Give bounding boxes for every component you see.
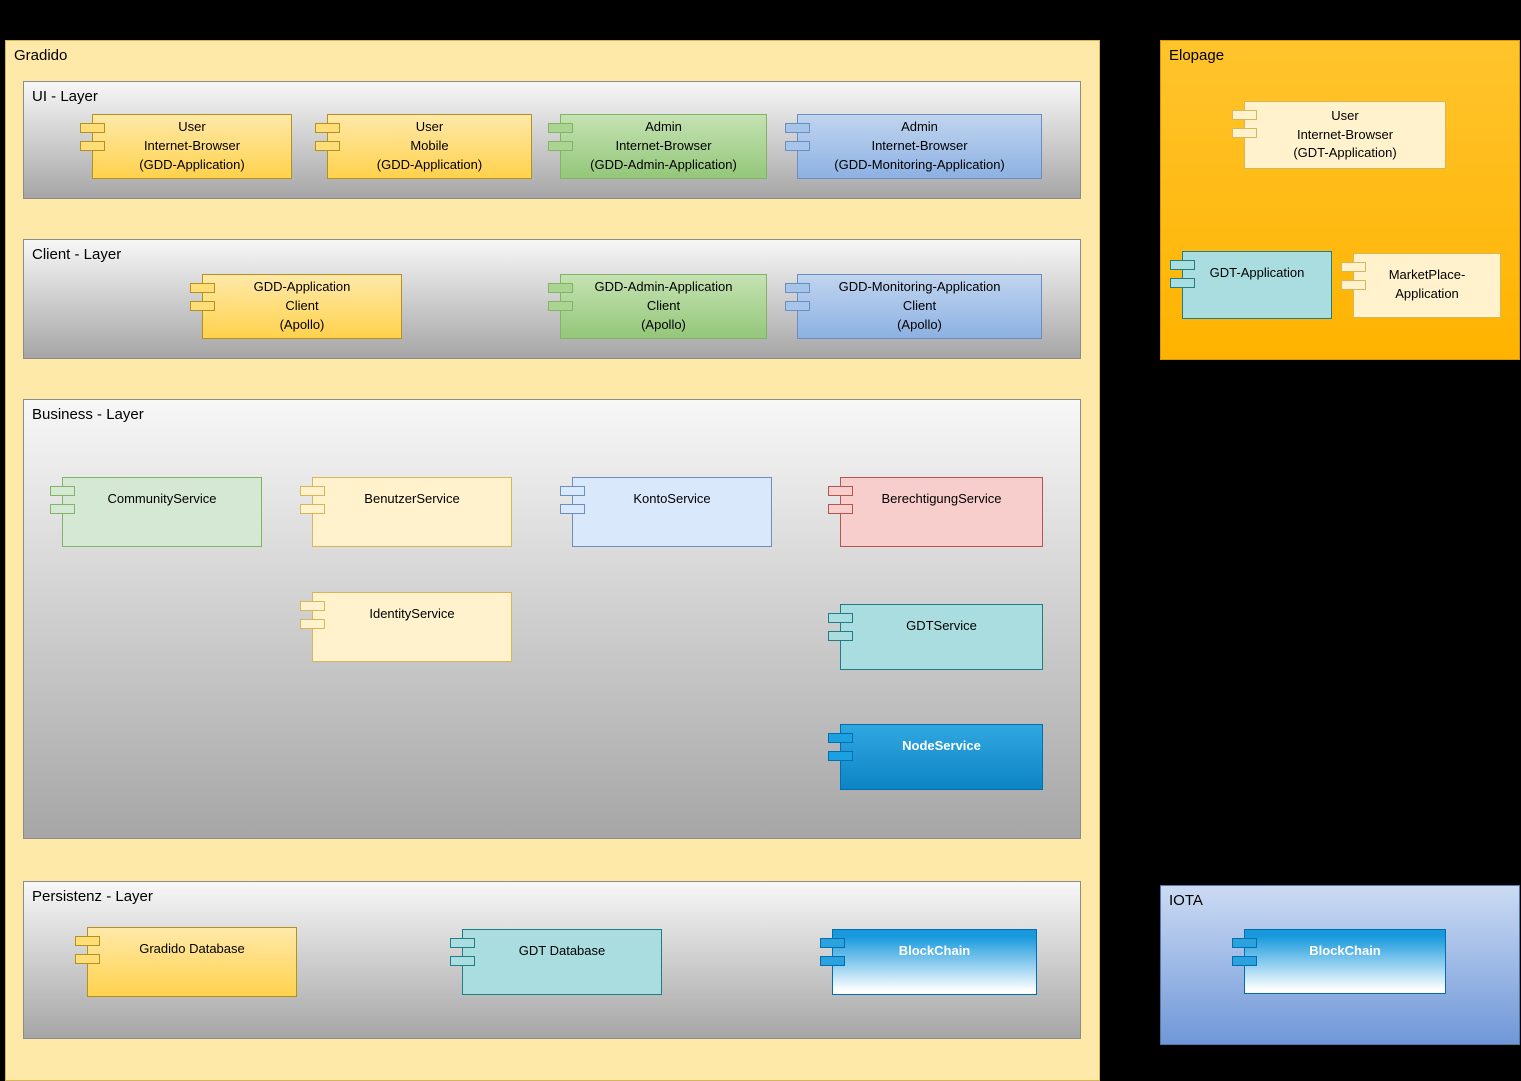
component-tab-icon xyxy=(1232,938,1257,948)
component-tab-icon xyxy=(300,486,325,496)
component-tab-icon xyxy=(50,486,75,496)
component-admin-internet-browser-gdd-admin-application: Admin Internet-Browser (GDD-Admin-Applic… xyxy=(548,114,767,179)
component-tab-icon xyxy=(560,486,585,496)
component-gdd-admin-application-client: GDD-Admin-Application Client (Apollo) xyxy=(548,274,767,339)
component-tab-icon xyxy=(190,301,215,311)
component-label: User Mobile (GDD-Application) xyxy=(376,119,483,172)
component-tab-icon xyxy=(785,301,810,311)
component-label: IdentityService xyxy=(369,606,455,621)
component-label: BlockChain xyxy=(898,943,971,958)
component-tab-icon xyxy=(1341,280,1366,290)
container-gradido: Gradido UI - Layer User Internet-Browser… xyxy=(5,40,1100,1081)
layer-business: Business - Layer CommunityService Benutz… xyxy=(23,399,1081,839)
component-tab-icon xyxy=(548,123,573,133)
component-tab-icon xyxy=(75,936,100,946)
component-tab-icon xyxy=(190,283,215,293)
container-elopage-title: Elopage xyxy=(1169,47,1225,64)
container-iota-title: IOTA xyxy=(1169,892,1203,909)
component-label: GDD-Application Client (Apollo) xyxy=(253,279,351,332)
component-label: Admin Internet-Browser (GDD-Admin-Applic… xyxy=(590,119,737,172)
component-tab-icon xyxy=(1232,110,1257,120)
component-gradido-database: Gradido Database xyxy=(75,927,297,997)
component-label: Gradido Database xyxy=(139,941,245,956)
container-iota: IOTA BlockChain xyxy=(1160,885,1520,1045)
layer-persistenz: Persistenz - Layer Gradido Database GDT … xyxy=(23,881,1081,1039)
component-gdd-application-client: GDD-Application Client (Apollo) xyxy=(190,274,402,339)
layer-client-title: Client - Layer xyxy=(32,246,122,263)
container-gradido-title: Gradido xyxy=(14,47,68,64)
component-label: GDD-Monitoring-Application Client (Apoll… xyxy=(838,279,1001,332)
layer-business-title: Business - Layer xyxy=(32,406,144,423)
component-identity-service: IdentityService xyxy=(300,592,512,662)
component-tab-icon xyxy=(80,141,105,151)
component-label: Admin Internet-Browser (GDD-Monitoring-A… xyxy=(834,119,1005,172)
component-tab-icon xyxy=(450,938,475,948)
component-tab-icon xyxy=(548,141,573,151)
component-konto-service: KontoService xyxy=(560,477,772,547)
component-tab-icon xyxy=(828,733,853,743)
component-label: MarketPlace- Application xyxy=(1388,267,1466,301)
component-user-internet-browser-gdt-application: User Internet-Browser (GDT-Application) xyxy=(1232,101,1446,169)
component-tab-icon xyxy=(50,504,75,514)
layer-ui-title: UI - Layer xyxy=(32,88,98,105)
component-tab-icon xyxy=(1170,278,1195,288)
component-tab-icon xyxy=(785,123,810,133)
component-gdd-monitoring-application-client: GDD-Monitoring-Application Client (Apoll… xyxy=(785,274,1042,339)
component-label: BlockChain xyxy=(1309,943,1381,958)
component-marketplace-application: MarketPlace- Application xyxy=(1341,253,1501,318)
component-label: GDD-Admin-Application Client (Apollo) xyxy=(594,279,733,332)
component-tab-icon xyxy=(1341,262,1366,272)
component-user-mobile-gdd-application: User Mobile (GDD-Application) xyxy=(315,114,532,179)
component-tab-icon xyxy=(300,504,325,514)
component-label: CommunityService xyxy=(107,491,217,506)
layer-persistenz-title: Persistenz - Layer xyxy=(32,888,153,905)
component-tab-icon xyxy=(785,283,810,293)
container-elopage: Elopage User Internet-Browser (GDT-Appli… xyxy=(1160,40,1520,360)
component-label: User Internet-Browser (GDD-Application) xyxy=(139,119,245,172)
component-tab-icon xyxy=(1170,260,1195,270)
component-tab-icon xyxy=(80,123,105,133)
component-label: User Internet-Browser (GDT-Application) xyxy=(1293,107,1397,161)
layer-ui: UI - Layer User Internet-Browser (GDD-Ap… xyxy=(23,81,1081,199)
component-tab-icon xyxy=(75,954,100,964)
component-label: KontoService xyxy=(633,491,711,506)
component-tab-icon xyxy=(300,619,325,629)
component-admin-internet-browser-gdd-monitoring-application: Admin Internet-Browser (GDD-Monitoring-A… xyxy=(785,114,1042,179)
component-tab-icon xyxy=(820,938,845,948)
component-label: GDT Database xyxy=(518,943,606,958)
component-tab-icon xyxy=(548,301,573,311)
component-benutzer-service: BenutzerService xyxy=(300,477,512,547)
component-tab-icon xyxy=(828,504,853,514)
component-tab-icon xyxy=(785,141,810,151)
component-community-service: CommunityService xyxy=(50,477,262,547)
component-tab-icon xyxy=(315,123,340,133)
component-blockchain-persistenz: BlockChain xyxy=(820,929,1037,995)
layer-client: Client - Layer GDD-Application Client (A… xyxy=(23,239,1081,359)
component-tab-icon xyxy=(828,631,853,641)
component-tab-icon xyxy=(315,141,340,151)
component-tab-icon xyxy=(300,601,325,611)
component-label: GDTService xyxy=(906,618,977,633)
component-tab-icon xyxy=(450,956,475,966)
component-label: GDT-Application xyxy=(1209,265,1305,280)
component-gdt-service: GDTService xyxy=(828,604,1043,670)
component-tab-icon xyxy=(828,486,853,496)
component-node-service: NodeService xyxy=(828,724,1043,790)
component-tab-icon xyxy=(548,283,573,293)
component-tab-icon xyxy=(560,504,585,514)
component-tab-icon xyxy=(1232,956,1257,966)
component-gdt-application: GDT-Application xyxy=(1170,251,1332,319)
component-tab-icon xyxy=(828,751,853,761)
component-user-internet-browser-gdd-application: User Internet-Browser (GDD-Application) xyxy=(80,114,292,179)
component-tab-icon xyxy=(1232,128,1257,138)
component-tab-icon xyxy=(828,613,853,623)
component-blockchain-iota: BlockChain xyxy=(1232,929,1446,994)
component-label: NodeService xyxy=(902,738,981,753)
component-berechtigung-service: BerechtigungService xyxy=(828,477,1043,547)
component-gdt-database: GDT Database xyxy=(450,929,662,995)
component-label: BerechtigungService xyxy=(881,491,1002,506)
component-tab-icon xyxy=(820,956,845,966)
component-label: BenutzerService xyxy=(364,491,460,506)
